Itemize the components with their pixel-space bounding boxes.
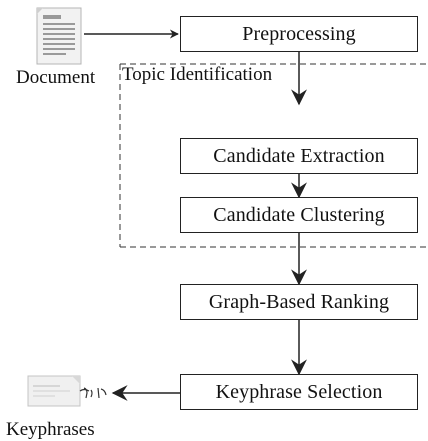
group-label: Topic Identification — [121, 64, 274, 85]
step-preprocessing: Preprocessing — [180, 16, 418, 52]
step-graph-based-ranking: Graph-Based Ranking — [180, 284, 418, 320]
topic-identification-group-border — [119, 63, 428, 248]
step-candidate-clustering: Candidate Clustering — [180, 197, 418, 233]
output-label: Keyphrases — [6, 419, 95, 440]
step-label: Candidate Extraction — [213, 144, 385, 167]
step-label: Candidate Clustering — [213, 203, 385, 226]
step-label: Keyphrase Selection — [215, 380, 383, 403]
keyphrases-document-icon — [27, 375, 107, 407]
document-icon — [36, 7, 82, 65]
input-label: Document — [16, 67, 96, 88]
step-label: Preprocessing — [242, 22, 356, 45]
step-label: Graph-Based Ranking — [208, 290, 390, 313]
step-keyphrase-selection: Keyphrase Selection — [180, 374, 418, 410]
step-candidate-extraction: Candidate Extraction — [180, 138, 418, 174]
